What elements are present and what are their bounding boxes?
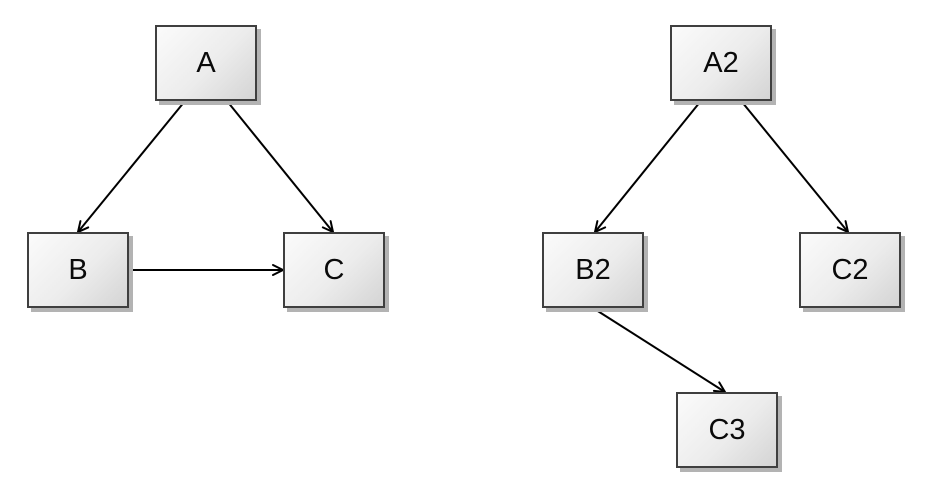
- edge-A-B: [76, 100, 186, 234]
- node-B-label: B: [68, 253, 88, 286]
- edge-A2-B2: [593, 101, 701, 234]
- node-A: A: [155, 25, 257, 101]
- node-C3: C3: [676, 392, 778, 468]
- node-C: C: [283, 232, 385, 308]
- node-B: B: [27, 232, 129, 308]
- node-C2: C2: [799, 232, 901, 308]
- node-C3-label: C3: [708, 413, 746, 446]
- edge-A2-C2: [741, 101, 850, 234]
- node-B2: B2: [542, 232, 644, 308]
- edge-A-C: [226, 100, 335, 234]
- edge-B2-C3: [592, 307, 727, 394]
- node-C2-label: C2: [831, 253, 869, 286]
- node-A2-label: A2: [703, 46, 739, 79]
- node-B2-label: B2: [575, 253, 611, 286]
- node-A2: A2: [670, 25, 772, 101]
- node-A-label: A: [196, 46, 216, 79]
- node-C-label: C: [323, 253, 345, 286]
